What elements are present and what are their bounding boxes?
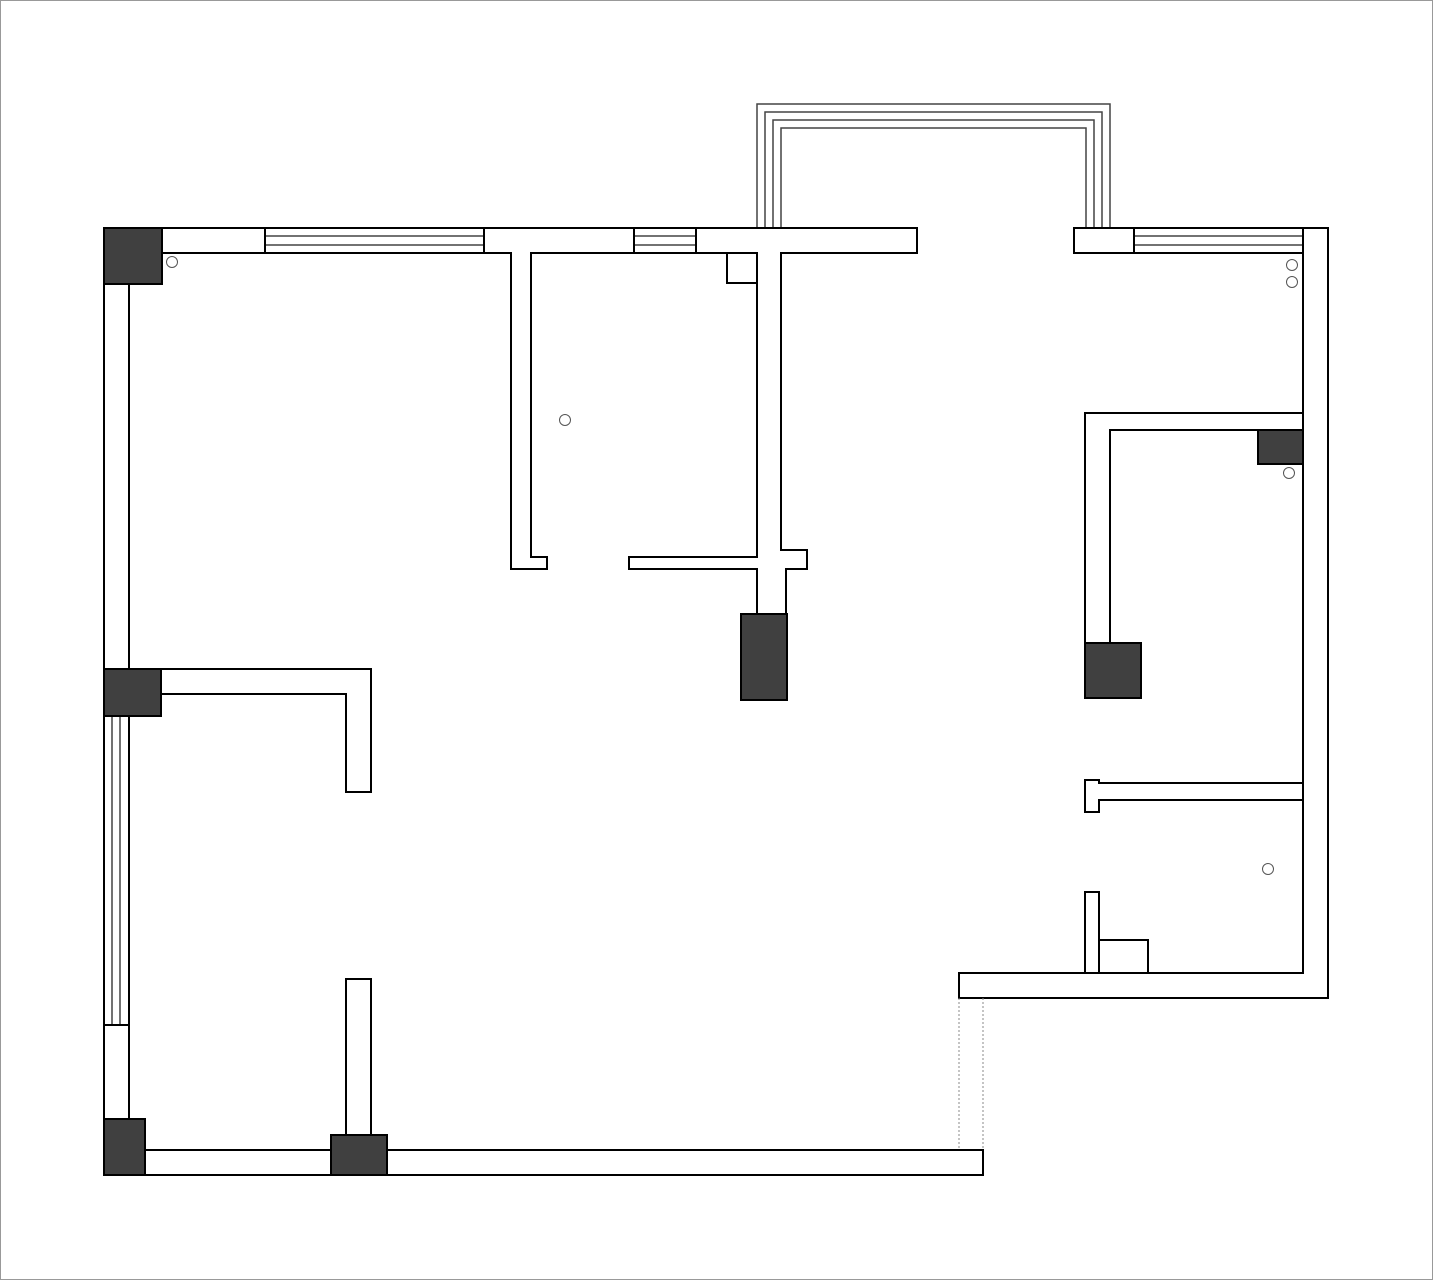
column xyxy=(330,1134,388,1176)
pipe-icon xyxy=(166,256,178,268)
wall xyxy=(1073,227,1135,254)
column xyxy=(103,668,162,717)
windows xyxy=(103,227,1304,1026)
column xyxy=(740,613,788,701)
window-top-right xyxy=(1133,227,1304,254)
pipe-icon xyxy=(1286,276,1298,288)
wall-box xyxy=(1098,939,1149,974)
wall xyxy=(1084,891,1100,974)
walls xyxy=(103,227,1329,1176)
column xyxy=(103,227,163,285)
bay-window xyxy=(756,103,1111,228)
wall-center xyxy=(628,227,918,615)
column xyxy=(1257,429,1304,465)
wall-stub xyxy=(726,252,758,284)
columns xyxy=(103,227,1304,1176)
wall-right-outer xyxy=(958,227,1329,999)
wall-left xyxy=(103,283,130,670)
pipe-icon xyxy=(1286,259,1298,271)
window-left xyxy=(103,715,130,1026)
column xyxy=(103,1118,146,1176)
pipe-markers xyxy=(166,256,1298,875)
wall-t xyxy=(483,227,635,570)
window-top-left xyxy=(264,227,485,254)
pipe-icon xyxy=(1283,467,1295,479)
pipe-icon xyxy=(1262,863,1274,875)
wall xyxy=(161,227,266,254)
wall xyxy=(345,978,372,1136)
wall-bottom xyxy=(144,1149,984,1176)
wall-l xyxy=(160,668,372,793)
wall-right-mid xyxy=(1084,779,1304,813)
pipe-icon xyxy=(559,414,571,426)
column xyxy=(1084,642,1142,699)
wall xyxy=(103,1024,130,1120)
window-top-middle xyxy=(633,227,697,254)
opening-dashed xyxy=(958,998,984,1150)
